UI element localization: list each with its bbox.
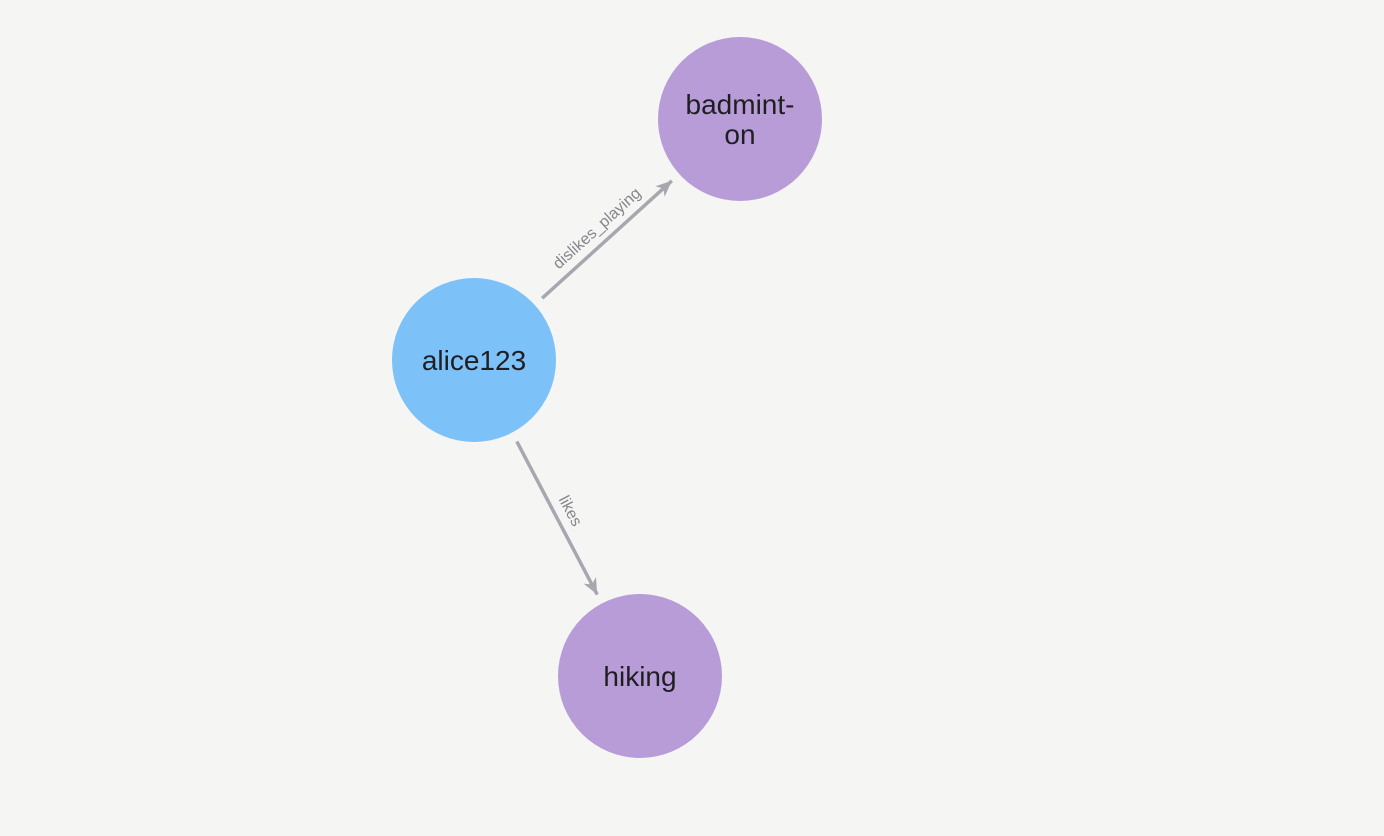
graph-node-badminton[interactable]	[658, 37, 822, 201]
graph-edge-alice123-badminton[interactable]	[541, 179, 673, 300]
graph-edge-alice123-hiking[interactable]	[515, 440, 599, 596]
graph-node-hiking[interactable]	[558, 594, 722, 758]
graph-node-alice123[interactable]	[392, 278, 556, 442]
